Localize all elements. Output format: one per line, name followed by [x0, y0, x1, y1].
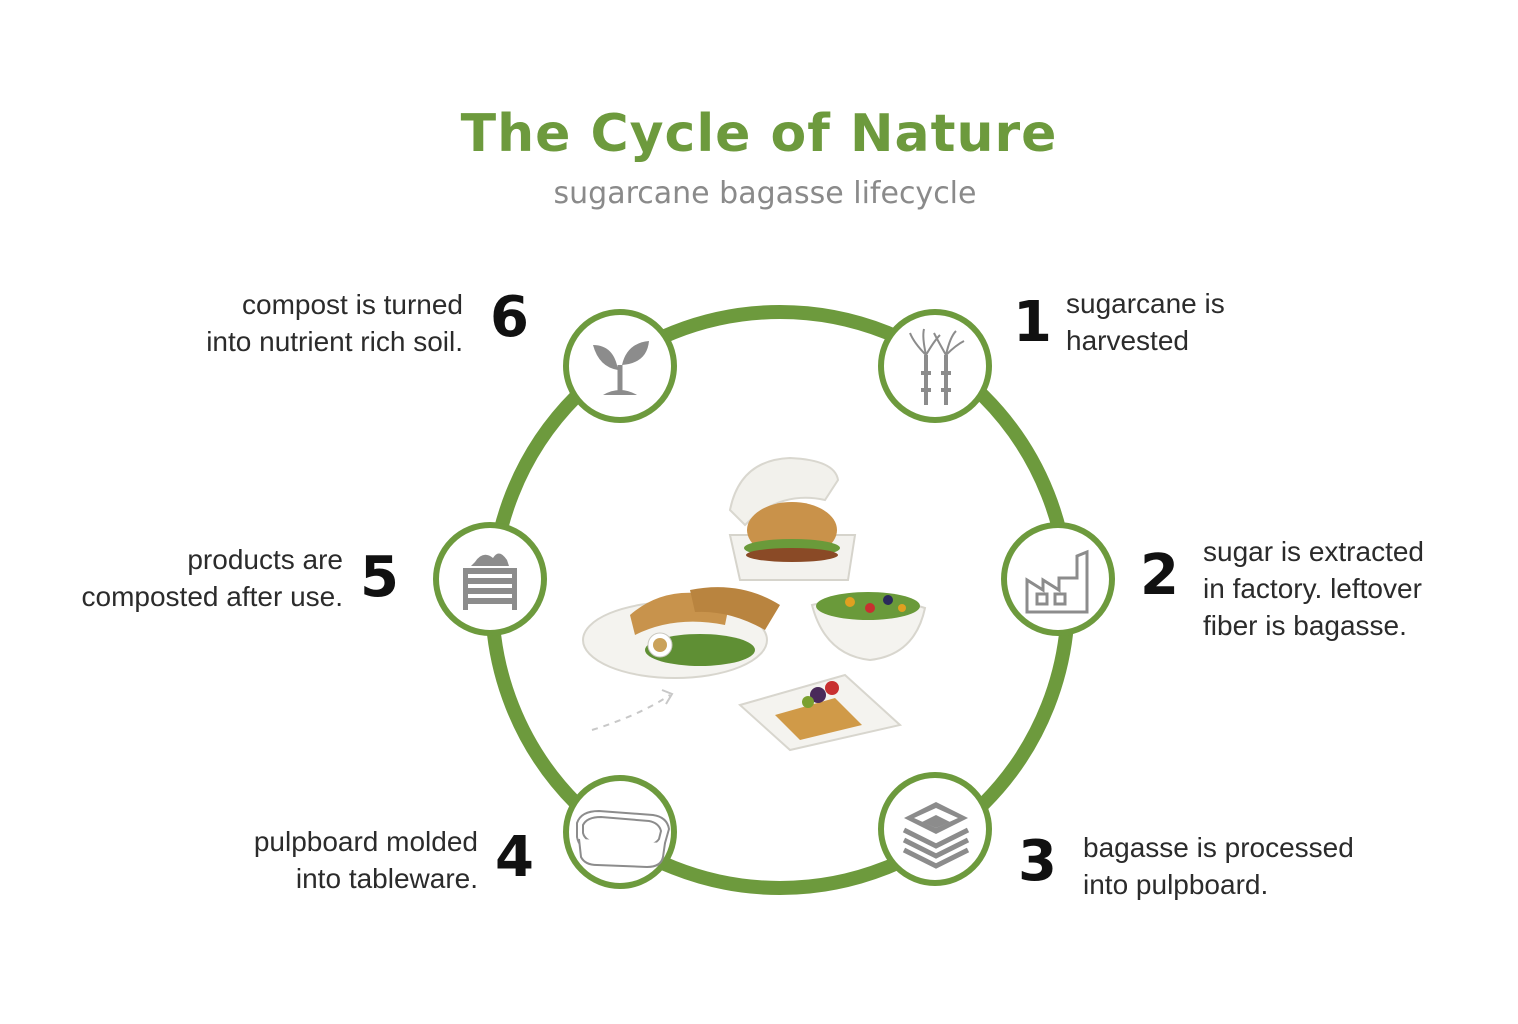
step-2-line-1: sugar is extracted [1203, 536, 1424, 567]
step-1-line-1: sugarcane is [1066, 288, 1225, 319]
step-3-line-2: into pulpboard. [1083, 869, 1269, 900]
step-3-line-1: bagasse is processed [1083, 832, 1354, 863]
step-6-label: compost is turned into nutrient rich soi… [206, 286, 463, 360]
step-2-line-2: in factory. leftover [1203, 573, 1422, 604]
step-6-node [563, 309, 677, 423]
diagram-title: The Cycle of Nature [460, 104, 1058, 164]
step-6-line-2: into nutrient rich soil. [206, 326, 463, 357]
diagram-subtitle: sugarcane bagasse lifecycle [553, 176, 977, 211]
step-4-line-2: into tableware. [295, 863, 478, 894]
sugarcane-icon [909, 328, 965, 405]
step-4-node [563, 775, 677, 889]
step-5-line-2: composted after use. [81, 581, 343, 612]
clamshell-burger-image [728, 456, 857, 581]
step-5-number: 5 [360, 545, 399, 610]
step-6-line-1: compost is turned [242, 289, 463, 320]
step-2-node [1001, 522, 1115, 636]
step-4-label: pulpboard molded into tableware. [254, 823, 478, 897]
factory-icon [1025, 549, 1089, 614]
step-5-node [433, 522, 547, 636]
tray-waffle-image [737, 673, 903, 752]
tableware-container-icon [576, 809, 671, 869]
sprout-icon [593, 341, 649, 395]
step-6-number: 6 [490, 285, 529, 350]
step-3-node [878, 772, 992, 886]
step-2-line-3: fiber is bagasse. [1203, 610, 1407, 641]
compost-bin-icon [463, 553, 517, 610]
pulpboard-stack-icon [902, 802, 970, 869]
step-5-label: products are composted after use. [82, 541, 343, 615]
dashed-arrow-icon [591, 694, 671, 731]
tableware-food-illustration [580, 440, 940, 760]
step-4-number: 4 [495, 825, 534, 890]
step-1-node [878, 309, 992, 423]
step-1-line-2: harvested [1066, 325, 1189, 356]
step-2-number: 2 [1140, 543, 1179, 608]
step-1-label: sugarcane is harvested [1066, 285, 1225, 359]
step-1-number: 1 [1013, 290, 1052, 355]
step-5-line-1: products are [187, 544, 343, 575]
bowl-fruit-image [810, 592, 927, 662]
step-4-line-1: pulpboard molded [253, 826, 478, 857]
step-3-label: bagasse is processed into pulpboard. [1083, 829, 1354, 903]
plate-sandwich-image [582, 587, 780, 679]
step-2-label: sugar is extracted in factory. leftover … [1203, 533, 1424, 644]
step-3-number: 3 [1018, 829, 1057, 894]
